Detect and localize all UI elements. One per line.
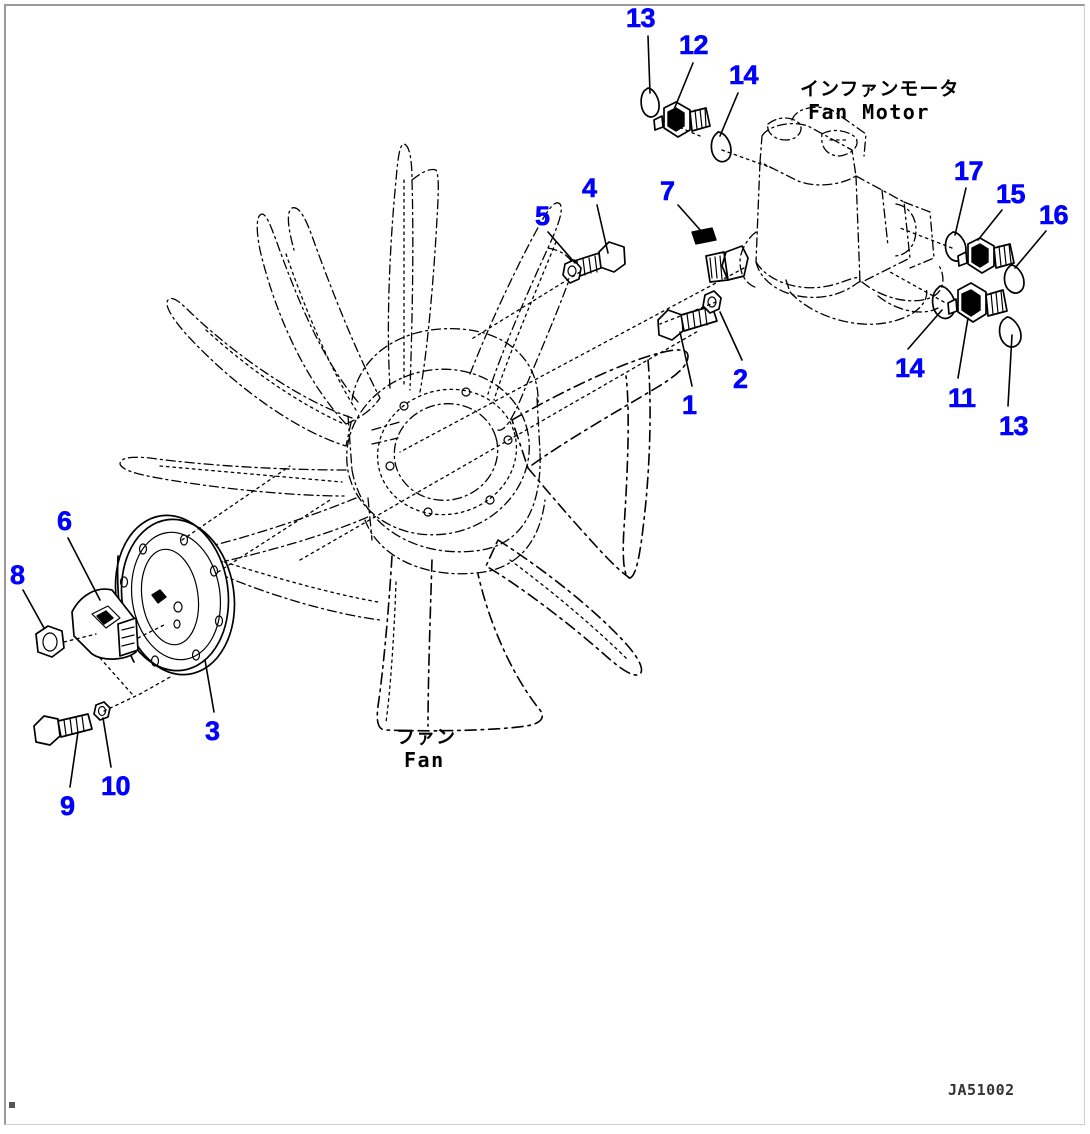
- bolt-part-9: [33, 713, 93, 746]
- fan-label-en: Fan: [404, 748, 445, 772]
- fan-motor-label-en: Fan Motor: [808, 100, 930, 124]
- assembly-connector-lines: [63, 119, 953, 712]
- callout-number-13: 13: [999, 411, 1029, 441]
- callout-number-11: 11: [948, 383, 977, 413]
- motor-phantom-outline: [299, 267, 745, 561]
- callout-number-16: 16: [1039, 200, 1069, 230]
- callout-number-10: 10: [101, 771, 131, 801]
- washer-part-2: [702, 290, 722, 314]
- callout-number-14: 14: [895, 353, 925, 383]
- callout-leader-lines: [22, 35, 1047, 788]
- bracket-part-6: [71, 588, 139, 660]
- callout-number-5: 5: [535, 201, 551, 231]
- washer-part-5: [562, 259, 582, 284]
- fan-blades: [119, 143, 689, 732]
- callout-number-14: 14: [729, 60, 759, 90]
- fan-motor-label-jp: インファンモータ: [800, 78, 960, 100]
- o-ring-part-16: [1003, 264, 1025, 294]
- callout-number-4: 4: [582, 173, 598, 203]
- callout-number-17: 17: [954, 156, 984, 186]
- o-ring-part-13-top: [640, 87, 660, 118]
- callout-number-7: 7: [660, 176, 676, 206]
- o-ring-part-13-lower: [998, 316, 1022, 348]
- flange-plate-part-3: [114, 514, 236, 676]
- o-ring-part-14-lower: [931, 285, 956, 320]
- connector-part-15: [957, 237, 1015, 274]
- callout-number-1: 1: [682, 390, 698, 420]
- fan-label-jp: ファン: [396, 726, 457, 748]
- fan-motor-body: [691, 106, 944, 325]
- callout-number-12: 12: [679, 30, 709, 60]
- callout-number-6: 6: [57, 506, 73, 536]
- callout-number-9: 9: [60, 791, 76, 821]
- registration-mark: [9, 1102, 15, 1108]
- callout-number-3: 3: [205, 716, 221, 746]
- callout-number-13: 13: [626, 3, 656, 33]
- sheet-id: JA51002: [948, 1081, 1015, 1099]
- fan-hub: [346, 328, 546, 575]
- fan-assembly: [119, 143, 689, 732]
- washer-part-10: [93, 701, 111, 721]
- nut-part-8: [35, 625, 65, 658]
- connector-part-11: [947, 282, 1008, 323]
- connector-part-12: [653, 101, 711, 138]
- callout-number-2: 2: [733, 364, 749, 394]
- callout-number-8: 8: [10, 560, 26, 590]
- o-ring-part-14-top: [710, 131, 732, 163]
- callout-number-15: 15: [996, 179, 1026, 209]
- bolt-part-1: [657, 305, 718, 341]
